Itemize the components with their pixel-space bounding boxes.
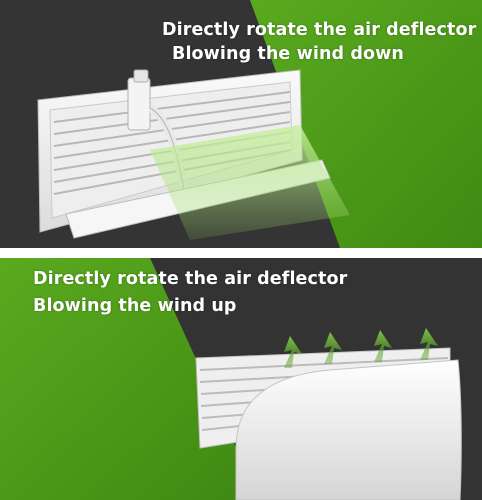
- vent-down-illustration: [0, 0, 482, 248]
- arrow-up-icon: [284, 336, 302, 368]
- deflector-blade: [235, 359, 462, 500]
- arrow-up-icon: [374, 330, 392, 362]
- top-photo-panel: Directly rotate the air deflector Blowin…: [0, 0, 482, 248]
- bottom-photo-panel: Directly rotate the air deflector Blowin…: [0, 258, 482, 500]
- airflow-down: [150, 125, 350, 240]
- arrow-up-icon: [324, 332, 342, 364]
- bottom-caption-line1: Directly rotate the air deflector: [33, 269, 348, 289]
- bottom-caption-line2: Blowing the wind up: [33, 296, 237, 316]
- vent-up-illustration: [0, 258, 482, 500]
- top-caption-line2: Blowing the wind down: [172, 44, 404, 64]
- arrow-up-icon: [420, 328, 438, 360]
- airflow-up-arrows: [284, 328, 438, 368]
- green-background-shape: [250, 0, 482, 248]
- green-background-shape: [0, 258, 260, 500]
- top-caption-line1: Directly rotate the air deflector: [162, 20, 477, 40]
